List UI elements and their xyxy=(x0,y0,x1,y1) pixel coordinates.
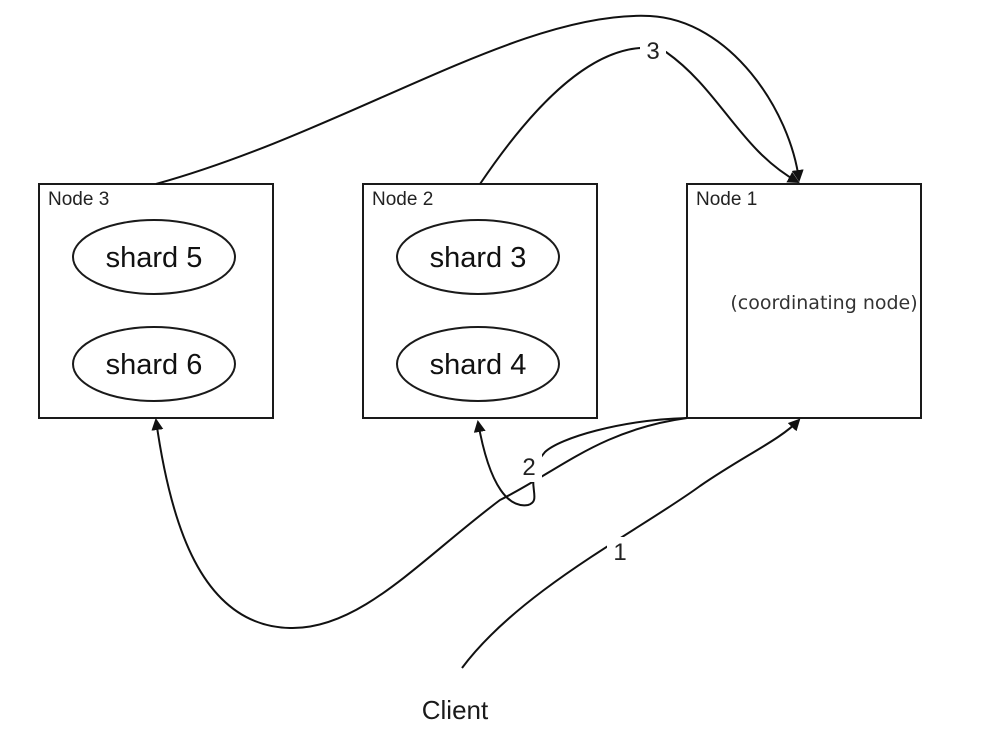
arrow-node3-to-node1 xyxy=(155,14,804,185)
shard-5-oval xyxy=(72,219,236,295)
coordinating-node-label: (coordinating node) xyxy=(730,292,917,314)
arrow-node1-to-node2 xyxy=(473,417,688,507)
shard-6-oval xyxy=(72,326,236,402)
node-2-box: Node 2 shard 3 shard 4 xyxy=(362,183,598,419)
node-1-title: Node 1 xyxy=(696,189,757,210)
node-3-title: Node 3 xyxy=(48,189,109,210)
arrow-node1-to-node3 xyxy=(151,417,688,630)
shard-4-label: shard 4 xyxy=(430,349,527,381)
step-3-label: 3 xyxy=(646,38,659,65)
node-1-box: Node 1 (coordinating node) xyxy=(686,183,922,419)
step-1-label: 1 xyxy=(613,539,626,566)
shard-3-oval xyxy=(396,219,560,295)
shard-4-oval xyxy=(396,326,560,402)
shard-5-label: shard 5 xyxy=(106,242,203,274)
step-2-label: 2 xyxy=(522,454,535,481)
node-3-box: Node 3 shard 5 shard 6 xyxy=(38,183,274,419)
arrow-node2-to-node1 xyxy=(479,46,800,185)
client-label: Client xyxy=(422,695,489,725)
shard-6-label: shard 6 xyxy=(106,349,203,381)
node-2-title: Node 2 xyxy=(372,189,433,210)
shard-3-label: shard 3 xyxy=(430,242,527,274)
arrow-client-to-node1 xyxy=(461,418,801,669)
